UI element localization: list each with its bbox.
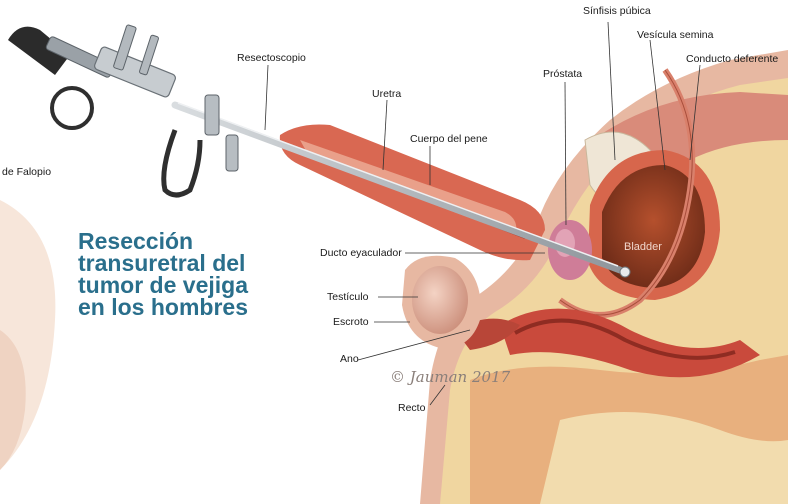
resectoscope-loop-tip [620, 267, 630, 277]
stopcock-valve [205, 95, 219, 135]
label-conducto-deferente: Conducto deferente [686, 54, 778, 65]
label-vesicula-seminal: Vesícula semina [637, 30, 713, 41]
title-line-2: transuretral del [78, 252, 308, 274]
label-uretra: Uretra [372, 89, 401, 100]
label-falopio: de Falopio [2, 167, 51, 178]
title-line-4: en los hombres [78, 296, 308, 318]
label-ano: Ano [340, 354, 359, 365]
title-line-3: tumor de vejiga [78, 274, 308, 296]
label-sinfisis-pubica: Sínfisis púbica [583, 6, 651, 17]
label-escroto: Escroto [333, 317, 369, 328]
label-ducto-eyaculador: Ducto eyaculador [320, 248, 402, 259]
label-cuerpo-del-pene: Cuerpo del pene [410, 134, 488, 145]
title-line-1: Resección [78, 230, 308, 252]
leader-resectoscopio [265, 65, 268, 130]
instrument-body [93, 46, 176, 98]
artist-signature: © Jauman 2017 [390, 368, 510, 386]
page-title: Resección transuretral del tumor de veji… [78, 230, 308, 318]
ring-handle [52, 88, 92, 128]
trigger-handle [164, 130, 200, 195]
label-testiculo: Testículo [327, 292, 368, 303]
label-prostata: Próstata [543, 69, 582, 80]
label-recto: Recto [398, 403, 425, 414]
stopcock-valve-2 [226, 135, 238, 171]
label-bladder: Bladder [624, 241, 662, 253]
label-resectoscopio: Resectoscopio [237, 53, 306, 64]
testis [412, 266, 468, 334]
